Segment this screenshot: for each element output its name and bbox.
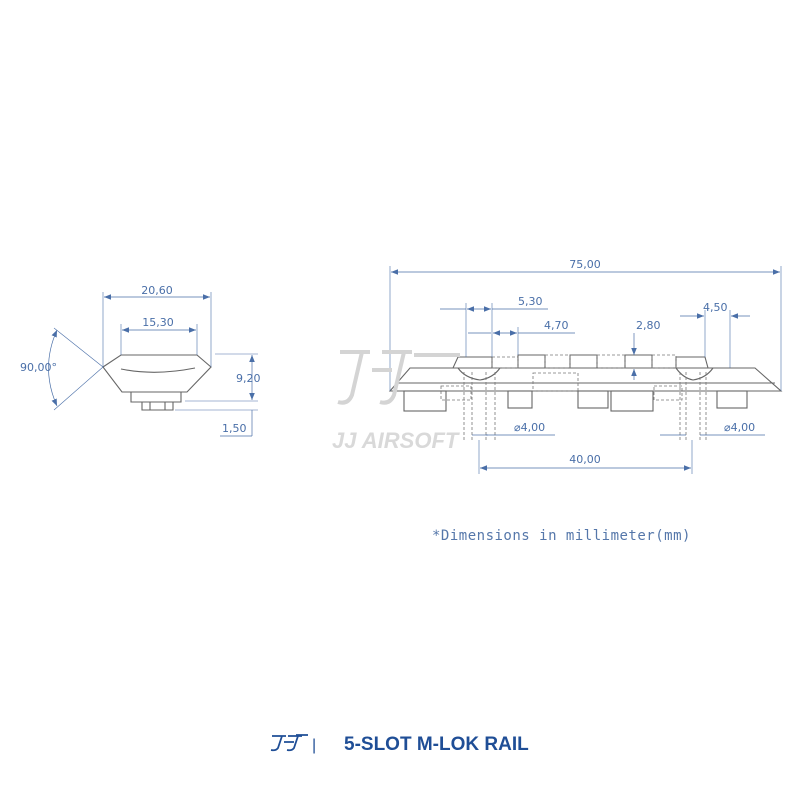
dim-hole-spacing: 40,00 (569, 453, 601, 466)
dim-top-width: 20,60 (141, 284, 173, 297)
dim-angle-arc (48, 329, 58, 407)
watermark-logo-icon (337, 350, 460, 405)
dim-overall-length: 75,00 (569, 258, 601, 271)
dim-end-width: 4,50 (703, 301, 728, 314)
front-view: 75,00 5,30 4,70 2,80 4,50 ⌀4,00 ⌀4,00 (388, 258, 783, 474)
side-lug (141, 402, 174, 411)
footer: | 5-SLOT M-LOK RAIL (270, 734, 529, 755)
units-note: *Dimensions in millimeter(mm) (432, 528, 691, 544)
dim-angle: 90,00° (20, 361, 57, 374)
watermark: JJ AIRSOFT (332, 350, 460, 453)
dim-slot-spacing: 4,70 (544, 319, 569, 332)
dim-slot-depth: 2,80 (636, 319, 661, 332)
dim-lug-height: 1,50 (222, 422, 247, 435)
side-profile-outline (102, 354, 212, 393)
dim-height: 9,20 (236, 372, 261, 385)
dim-slot-width: 5,30 (518, 295, 543, 308)
svg-text:JJ AIRSOFT: JJ AIRSOFT (332, 428, 460, 453)
dim-hole-dia-right: ⌀4,00 (724, 421, 755, 434)
footer-separator: | (312, 737, 316, 754)
product-title: 5-SLOT M-LOK RAIL (344, 734, 529, 755)
side-view: 20,60 15,30 90,00° 9,20 1,50 (20, 284, 261, 437)
dim-bottom-width: 15,30 (142, 316, 174, 329)
side-profile-curve (120, 367, 196, 373)
jj-logo-icon (270, 734, 308, 752)
side-profile-base (130, 392, 182, 403)
dim-hole-dia-left: ⌀4,00 (514, 421, 545, 434)
